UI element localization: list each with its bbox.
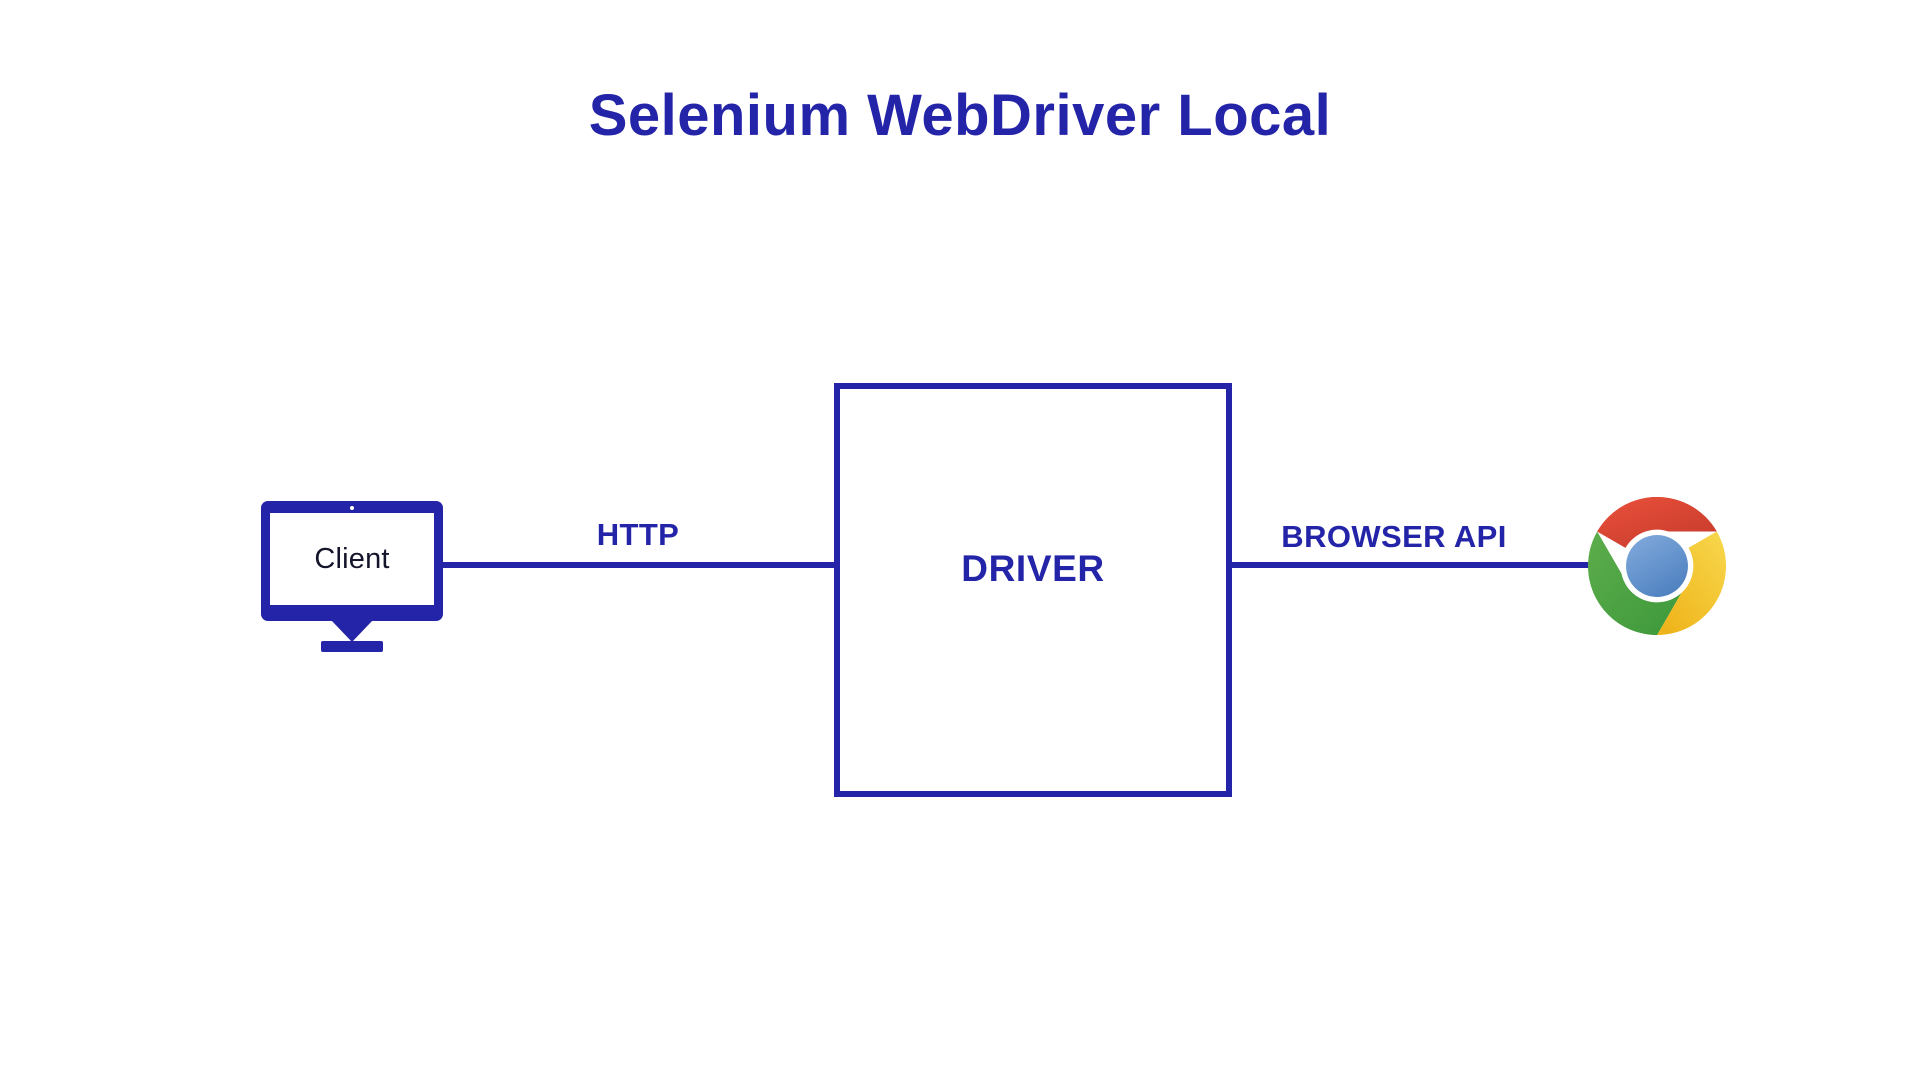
desktop-monitor-icon: Client: [261, 501, 443, 621]
monitor-camera-icon: [350, 506, 354, 510]
monitor-screen: Client: [270, 513, 434, 605]
browser-node: [1585, 494, 1729, 638]
page-title: Selenium WebDriver Local: [588, 83, 1332, 148]
client-node: Client: [261, 501, 443, 655]
connector-client-to-driver: [440, 562, 836, 568]
connector-driver-to-browser: [1229, 562, 1592, 568]
monitor-stand-neck: [331, 620, 373, 642]
monitor-stand-base: [321, 641, 383, 652]
chrome-logo-icon: [1587, 496, 1727, 636]
connector-label-http: HTTP: [596, 517, 680, 552]
driver-node: DRIVER: [834, 383, 1232, 797]
client-node-label: Client: [314, 542, 390, 575]
driver-node-label: DRIVER: [961, 548, 1105, 589]
connector-label-browser-api: BROWSER API: [1281, 519, 1507, 554]
